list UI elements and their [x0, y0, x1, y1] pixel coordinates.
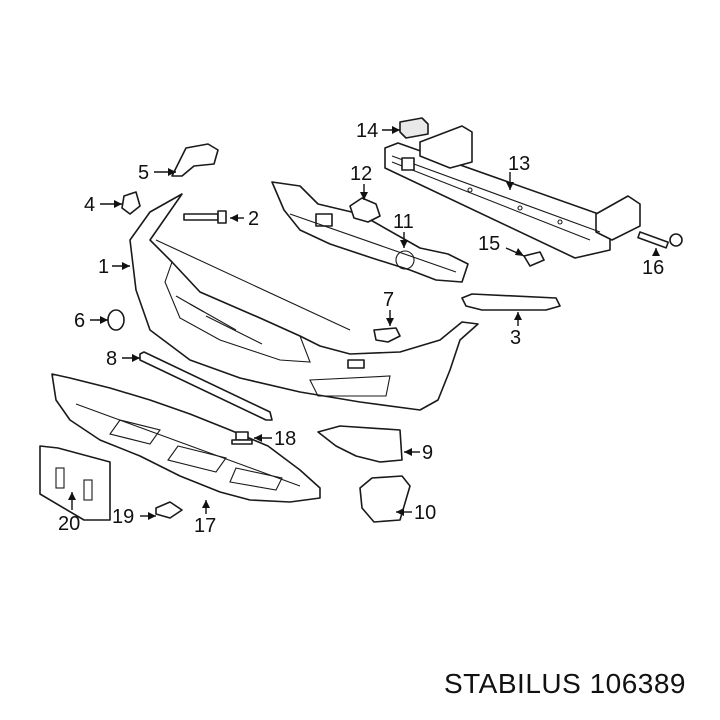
- callout-number: 19: [112, 506, 134, 528]
- part-10-side-panel: [359, 475, 411, 523]
- callout-number: 17: [194, 515, 216, 537]
- part-19-clip: [155, 501, 183, 519]
- part-5-bracket: [171, 143, 219, 177]
- callout-15: 15: [478, 233, 525, 257]
- part-15-screw: [523, 251, 545, 267]
- part-13-reinforcement-beam: [384, 125, 641, 259]
- callout-7: 7: [383, 289, 394, 326]
- callout-13: 13: [506, 153, 530, 190]
- callout-10: 10: [396, 502, 436, 524]
- callout-16: 16: [642, 248, 664, 279]
- callout-3: 3: [510, 312, 522, 349]
- callout-9: 9: [404, 442, 433, 464]
- callout-number: 16: [642, 257, 664, 279]
- part-16-bolt: [637, 231, 683, 249]
- callout-2: 2: [230, 208, 259, 230]
- part-7-sensor: [373, 327, 401, 343]
- callout-4: 4: [84, 194, 122, 216]
- callout-17: 17: [194, 500, 216, 537]
- part-17-undertray: [51, 373, 321, 503]
- callout-6: 6: [74, 310, 108, 332]
- callout-number: 1: [98, 256, 109, 278]
- callout-14: 14: [356, 120, 400, 142]
- callout-number: 15: [478, 233, 500, 255]
- part-11-absorber: [271, 181, 469, 283]
- part-1-bumper-cover: [129, 193, 479, 411]
- callout-11: 11: [393, 211, 414, 248]
- part-8-strip: [139, 351, 273, 421]
- part-20-plate-bracket: [39, 445, 111, 521]
- callout-number: 4: [84, 194, 95, 216]
- callout-number: 20: [58, 513, 80, 535]
- callout-number: 3: [510, 327, 521, 349]
- callout-number: 18: [274, 428, 296, 450]
- part-4-clip: [121, 191, 141, 215]
- callout-12: 12: [350, 163, 372, 200]
- callout-number: 12: [350, 163, 372, 185]
- part-12-clip: [349, 197, 381, 223]
- callout-number: 5: [138, 162, 149, 184]
- part-6-cap: [107, 309, 125, 331]
- part-3-side-support: [461, 293, 561, 311]
- callout-number: 14: [356, 120, 378, 142]
- callout-number: 7: [383, 289, 394, 311]
- callout-20: 20: [58, 492, 80, 535]
- callout-1: 1: [98, 256, 130, 278]
- callout-number: 6: [74, 310, 85, 332]
- callout-number: 9: [422, 442, 433, 464]
- callout-number: 2: [248, 208, 259, 230]
- part-18-pin: [231, 431, 253, 445]
- callout-18: 18: [254, 428, 296, 450]
- part-2-bolt: [183, 210, 227, 224]
- part-9-side-grille: [317, 425, 403, 463]
- callout-19: 19: [112, 506, 156, 528]
- callout-number: 8: [106, 348, 117, 370]
- callout-5: 5: [138, 162, 176, 184]
- callout-number: 10: [414, 502, 436, 524]
- part-14-block: [399, 117, 429, 139]
- callout-number: 13: [508, 153, 530, 175]
- callout-number: 11: [393, 211, 414, 233]
- caption: STABILUS 106389: [443, 668, 686, 699]
- callout-8: 8: [106, 348, 140, 370]
